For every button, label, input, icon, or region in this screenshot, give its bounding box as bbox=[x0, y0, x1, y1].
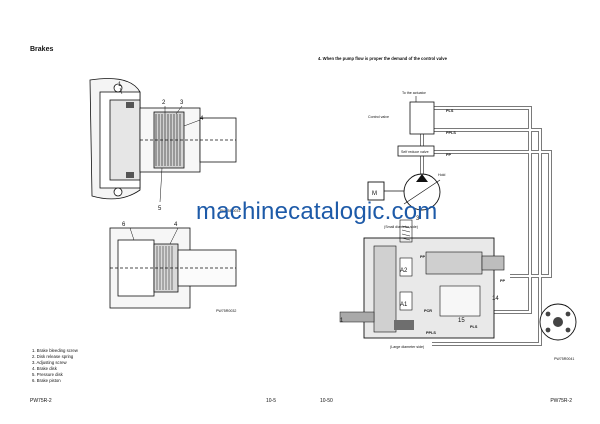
port-pp-label-2: PP bbox=[420, 255, 426, 259]
callout-4: 4 bbox=[200, 116, 204, 122]
callout-14: 14 bbox=[492, 296, 499, 302]
caption-list: 1. Brake bleeding screw 2. Disk release … bbox=[32, 348, 78, 385]
callout-15: 15 bbox=[458, 318, 465, 324]
footer-model-right: PW75R-2 bbox=[550, 398, 572, 404]
chamber-a1-label: A1 bbox=[400, 302, 408, 308]
callout-3: 3 bbox=[180, 100, 184, 106]
control-valve-label: Control valve bbox=[368, 115, 389, 119]
port-pls-label-2: PLS bbox=[470, 325, 478, 329]
caption-item: 1. Brake bleeding screw bbox=[32, 348, 78, 353]
caption-item: 3. Adjusting screw bbox=[32, 360, 67, 366]
left-page: Brakes bbox=[30, 46, 277, 404]
port-pp-label: PP bbox=[446, 153, 452, 157]
chamber-a2-label: A2 bbox=[400, 268, 408, 274]
callout-5: 5 bbox=[158, 206, 162, 212]
page-number-right: 10-50 bbox=[320, 398, 333, 404]
port-pp-label-3: PP bbox=[500, 279, 506, 283]
port-ppls-label-2: PPLS bbox=[426, 331, 436, 335]
page-number: 10-5 bbox=[266, 398, 277, 404]
callout-2: 2 bbox=[162, 100, 166, 106]
footer-model: PW75R-2 bbox=[30, 398, 52, 404]
right-page: 4. When the pump flow is proper the dema… bbox=[300, 0, 600, 424]
motor-label: M bbox=[372, 191, 377, 197]
port-pls-label: PLS bbox=[446, 109, 454, 113]
figure-code-bottom: PW75R0032 bbox=[216, 309, 236, 313]
caption-item: 4. Brake disk bbox=[32, 366, 57, 372]
port-pcr-label: PCR bbox=[424, 309, 432, 313]
small-diameter-label: (Small diameter side) bbox=[384, 225, 418, 229]
hold-label: Hold bbox=[438, 173, 445, 177]
diagram-code: PW75R0041 bbox=[554, 357, 574, 361]
callout-4b: 4 bbox=[174, 222, 178, 228]
page-subtitle: 4. When the pump flow is proper the dema… bbox=[318, 56, 447, 61]
caption-item: 6. Brake piston bbox=[32, 378, 61, 384]
callout-6: 6 bbox=[122, 222, 126, 228]
figure-code-top: PW75R0031 bbox=[220, 209, 240, 213]
callout-1: 1 bbox=[118, 82, 122, 88]
self-reduce-valve-label: Self reduce valve bbox=[401, 150, 429, 154]
large-diameter-label: (Large diameter side) bbox=[390, 345, 424, 349]
callout-1-right: 1 bbox=[340, 318, 344, 324]
watermark-text: machinecatalogic.com bbox=[196, 198, 438, 225]
caption-item: 2. Disk release spring bbox=[32, 354, 74, 360]
brake-section-drawing-top: 1 2 3 4 5 PW75R0031 bbox=[89, 78, 240, 213]
port-ppls-label: PPLS bbox=[446, 131, 456, 135]
hydraulic-circuit-diagram: To the actuator Control valve Self reduc… bbox=[339, 91, 577, 361]
to-actuator-label: To the actuator bbox=[402, 91, 427, 95]
callout-3-right: 3 bbox=[416, 216, 420, 222]
section-title: Brakes bbox=[30, 46, 54, 53]
caption-item: 5. Pressure disk bbox=[32, 372, 63, 378]
brake-section-drawing-bottom: 6 4 PW75R0032 bbox=[109, 222, 237, 313]
